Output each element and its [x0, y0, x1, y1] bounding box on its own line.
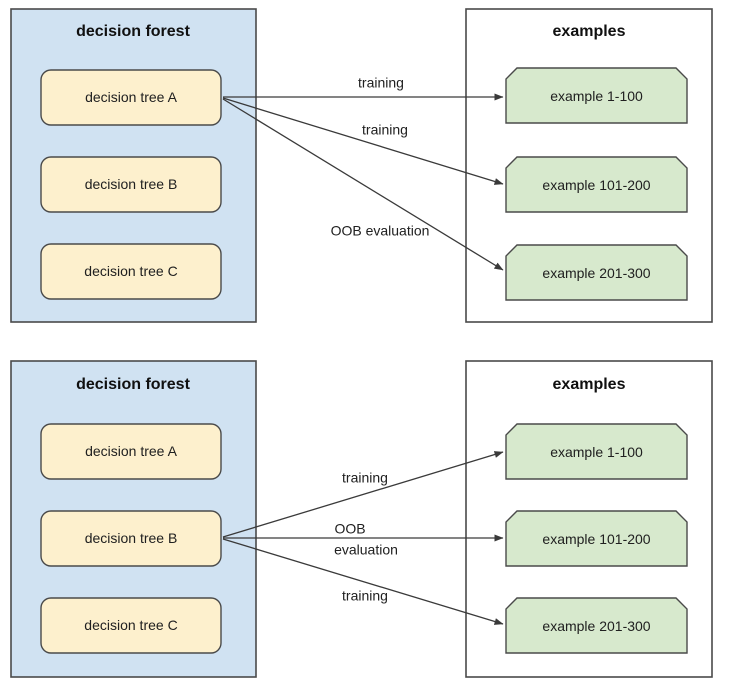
- decision-tree-node[interactable]: [40, 243, 222, 300]
- example-label: example 1-100: [550, 444, 643, 460]
- diagram-bottom: decision forest decision tree A decision t…: [10, 360, 713, 678]
- decision-tree-label: decision tree A: [85, 443, 177, 459]
- example-node[interactable]: [505, 597, 688, 654]
- edge-label: training: [342, 588, 388, 604]
- examples-title: examples: [553, 376, 626, 393]
- example-node[interactable]: [505, 423, 688, 480]
- decision-tree-label: decision tree B: [85, 176, 178, 192]
- decision-tree-node[interactable]: [40, 69, 222, 126]
- example-label: example 101-200: [542, 531, 650, 547]
- edge-label: OOB evaluation: [331, 223, 430, 239]
- edge-arrow: [222, 538, 504, 625]
- decision-tree-label: decision tree C: [84, 263, 177, 279]
- decision-forest-title: decision forest: [76, 376, 190, 393]
- decision-forest-title: decision forest: [76, 23, 190, 40]
- decision-tree-label: decision tree A: [85, 89, 177, 105]
- example-node[interactable]: [505, 510, 688, 567]
- edge-label: training: [358, 75, 404, 91]
- example-node[interactable]: [505, 67, 688, 124]
- edge-arrow: [222, 451, 504, 538]
- examples-title: examples: [553, 23, 626, 40]
- decision-tree-node[interactable]: [40, 423, 222, 480]
- example-node[interactable]: [505, 244, 688, 301]
- edge-arrow: [222, 97, 504, 185]
- examples-group-top: examples example 1-100 example 101-200 exam…: [465, 8, 713, 323]
- example-label: example 201-300: [542, 618, 650, 634]
- edge-arrow: [222, 98, 504, 271]
- example-label: example 201-300: [542, 265, 650, 281]
- decision-forest-group-bottom: decision forest decision tree A decision t…: [10, 360, 257, 678]
- edge-label: OOB: [334, 521, 365, 537]
- decision-tree-node[interactable]: [40, 510, 222, 567]
- decision-forest-group-top: decision forest decision tree A decision t…: [10, 8, 257, 323]
- decision-tree-node[interactable]: [40, 156, 222, 213]
- example-label: example 101-200: [542, 177, 650, 193]
- decision-tree-label: decision tree C: [84, 617, 177, 633]
- example-node[interactable]: [505, 156, 688, 213]
- decision-tree-node[interactable]: [40, 597, 222, 654]
- edge-label: training: [342, 470, 388, 486]
- edge-label: training: [362, 122, 408, 138]
- decision-tree-label: decision tree B: [85, 530, 178, 546]
- diagram-top: decision forest decision tree A decision t…: [10, 8, 713, 323]
- edge-label: evaluation: [334, 542, 398, 558]
- examples-group-bottom: examples example 1-100 example 101-200 exam…: [465, 360, 713, 678]
- example-label: example 1-100: [550, 88, 643, 104]
